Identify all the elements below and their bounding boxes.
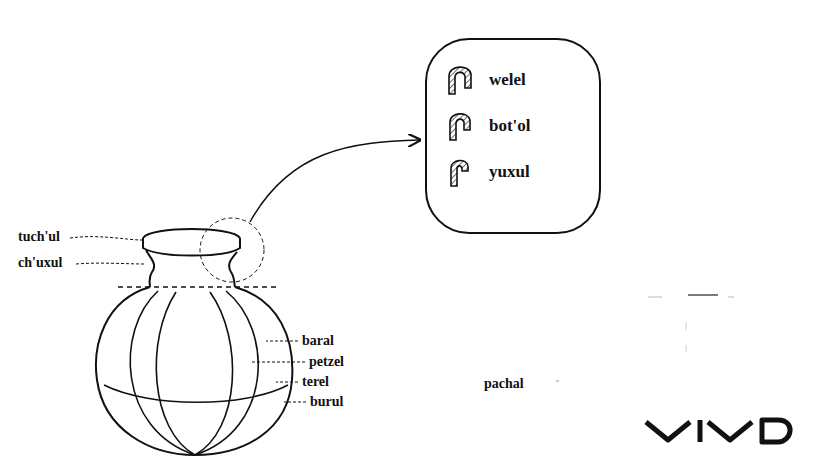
rim-profile-icon — [445, 110, 475, 142]
rim-type-row: welel — [445, 64, 581, 96]
part-label: baral — [302, 333, 334, 348]
part-label: tuch'ul — [18, 229, 60, 244]
rim-profile-icon — [445, 64, 475, 96]
part-label: petzel — [309, 354, 344, 369]
part-label: terel — [302, 374, 329, 389]
rim-type-name: bot'ol — [489, 116, 531, 136]
rim-type-name: welel — [489, 70, 526, 90]
part-label: ch'uxul — [18, 255, 62, 270]
rim-type-row: yuxul — [445, 156, 581, 188]
rim-type-name: yuxul — [489, 162, 530, 182]
rim-profile-icon — [445, 156, 475, 188]
part-label: pachal — [484, 376, 524, 391]
part-label: burul — [310, 394, 343, 409]
rim-type-row: bot'ol — [445, 110, 581, 142]
rim-type-box: welel bot'ol yuxul — [425, 38, 601, 234]
